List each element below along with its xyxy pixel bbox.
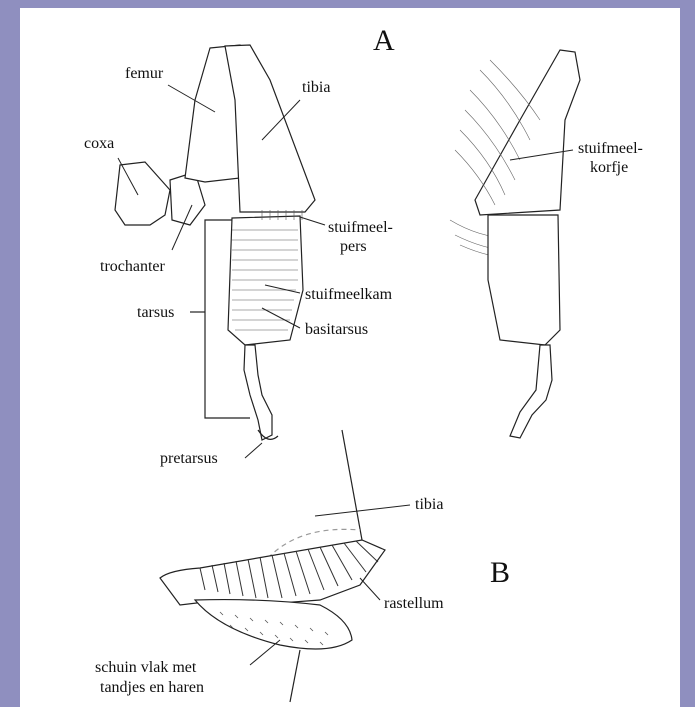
label-trochanter: trochanter <box>100 258 166 275</box>
label-stuifmeelkam: stuifmeelkam <box>305 286 393 303</box>
tibia-b-edge <box>342 430 362 540</box>
label-femur: femur <box>125 65 164 82</box>
panel-b-label: B <box>490 556 510 589</box>
label-pretarsus: pretarsus <box>160 450 218 467</box>
label-schuin-line2: tandjes en haren <box>100 679 204 696</box>
label-tibia-a: tibia <box>302 79 330 96</box>
panel-a-label: A <box>373 24 395 57</box>
label-rastellum: rastellum <box>384 595 444 612</box>
basitarsus-shape <box>228 216 303 345</box>
label-coxa: coxa <box>84 135 114 152</box>
distal-tarsus-shape <box>244 345 272 440</box>
schuin-vlak-shape <box>195 600 352 649</box>
label-schuin-line1: schuin vlak met <box>95 659 197 676</box>
lower-edge <box>290 650 300 702</box>
basitarsus-right-shape <box>488 215 560 345</box>
coxa-shape <box>115 162 170 225</box>
tibia-shape <box>225 45 315 212</box>
label-korfje-line1: stuifmeel- <box>578 140 643 157</box>
tibia-right-shape <box>475 50 580 215</box>
distal-tarsus-right <box>510 345 552 438</box>
tarsus-b-body <box>160 540 385 606</box>
leg-a-left <box>115 45 315 440</box>
label-basitarsus: basitarsus <box>305 321 368 338</box>
rastellum-diagram <box>160 430 410 702</box>
label-stuifmeelpers-line2: pers <box>340 238 367 255</box>
label-stuifmeelpers-line1: stuifmeel- <box>328 219 393 236</box>
label-tibia-b: tibia <box>415 496 443 513</box>
label-tarsus: tarsus <box>137 304 174 321</box>
label-korfje-line2: korfje <box>590 159 628 176</box>
leg-a-right <box>450 50 580 438</box>
